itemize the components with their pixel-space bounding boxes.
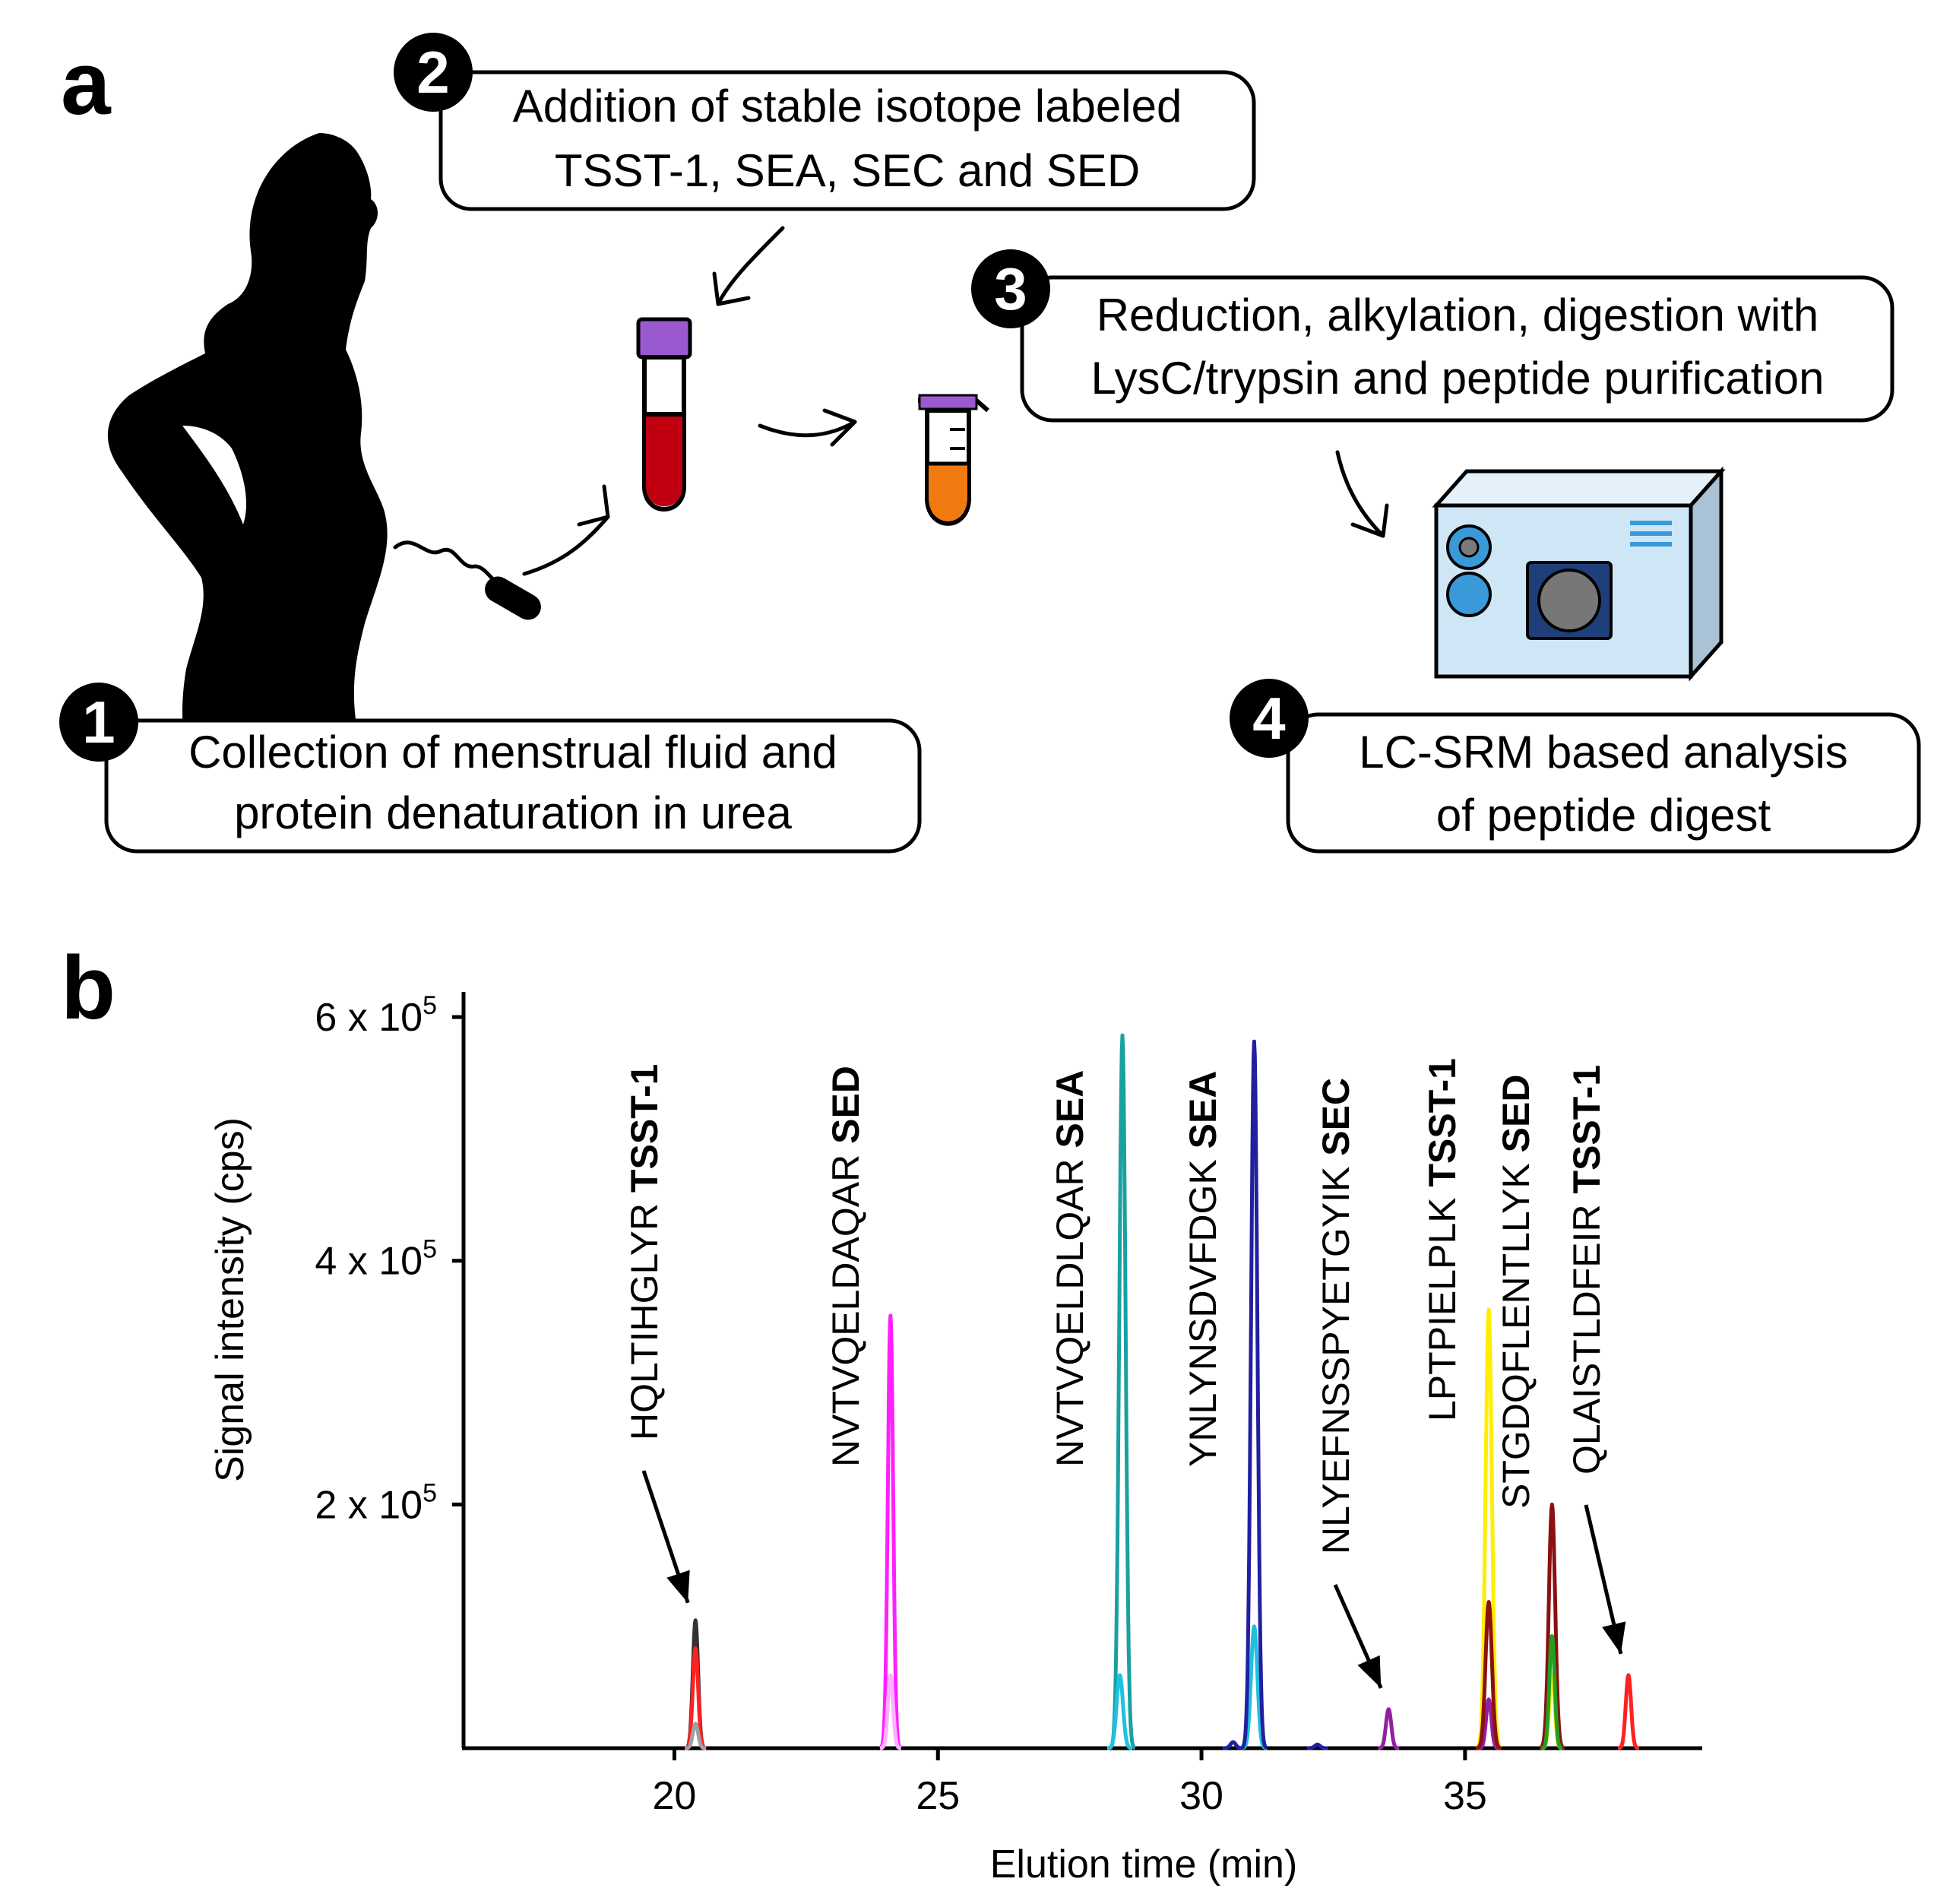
peak-label-text: NLYEFNSSPYETGYIK SEC	[1315, 1078, 1357, 1554]
step-2-number: 2	[416, 39, 449, 106]
chromatogram-peak	[683, 1722, 707, 1750]
annotation-arrowhead	[1602, 1621, 1626, 1654]
peak-label: STGDQFLENTLLYK SED	[1495, 1075, 1537, 1509]
panel-a-label: a	[61, 33, 112, 134]
y-tick-label: 6 x 105	[315, 991, 437, 1040]
peak-label: NVTVQELDAQAR SED	[825, 1066, 867, 1467]
step-3-line-1: Reduction, alkylation, digestion with	[1097, 290, 1819, 341]
peak-annotations: HQLTIHGLYR TSST-1 NVTVQELDAQAR SED NVTVQEL…	[623, 1058, 1626, 1689]
x-axis-ticks: 20 25 30 35	[653, 1748, 1487, 1818]
peak-label-text: STGDQFLENTLLYK SED	[1495, 1075, 1537, 1509]
chromatogram-peak	[1474, 1600, 1503, 1750]
step-4: 4 LC-SRM based analysis of peptide diges…	[1230, 679, 1921, 854]
step-3: 3 Reduction, alkylation, digestion with …	[971, 249, 1894, 423]
y-axis-ticks: 2 x 105 4 x 105 6 x 105	[315, 991, 464, 1527]
chromatogram-peak	[1538, 1502, 1566, 1750]
chromatogram-peak	[1306, 1742, 1330, 1750]
step-1-line-1: Collection of menstrual fluid and	[188, 727, 837, 778]
peak-label-text: HQLTIHGLYR TSST-1	[623, 1064, 666, 1440]
lc-ms-instrument-icon	[1432, 466, 1726, 682]
y-tick-label: 2 x 105	[315, 1478, 437, 1527]
y-tick-label: 4 x 105	[315, 1235, 437, 1284]
chromatogram-peak	[683, 1646, 707, 1750]
chromatogram-peak	[1477, 1697, 1501, 1750]
arrow-tube-to-sample	[758, 420, 857, 438]
step-2-line-1: Addition of stable isotope labeled	[513, 81, 1182, 131]
step-1-number: 1	[82, 689, 115, 756]
peak-label-text: NVTVQELDAQAR SED	[825, 1066, 867, 1467]
annotation-arrowhead	[1357, 1655, 1382, 1688]
step-4-number: 4	[1252, 685, 1285, 752]
peak-label: NVTVQELDLQAR SEA	[1049, 1070, 1091, 1467]
peak-label: YNLYNSDVFDGK SEA	[1182, 1071, 1224, 1467]
x-tick-label: 20	[653, 1774, 697, 1818]
x-tick-label: 35	[1443, 1774, 1487, 1818]
blood-tube-icon	[636, 317, 692, 512]
arrow-step3-to-instrument	[1335, 450, 1385, 538]
peak-label: HQLTIHGLYR TSST-1	[623, 1064, 666, 1440]
chromatogram-peak	[1376, 1707, 1401, 1750]
step-2: 2 Addition of stable isotope labeled TSS…	[394, 33, 1256, 211]
chromatogram-peak	[1221, 1740, 1246, 1750]
chromatogram-traces	[683, 1033, 1641, 1750]
step-1-line-2: protein denaturation in urea	[234, 787, 792, 838]
chromatogram-peak	[878, 1673, 903, 1750]
peak-label: NLYEFNSSPYETGYIK SEC	[1315, 1078, 1357, 1554]
woman-silhouette-icon	[107, 133, 388, 844]
y-axis-title: Signal intensity (cps)	[208, 1117, 252, 1482]
sample-tube-icon	[918, 394, 989, 526]
x-tick-label: 30	[1179, 1774, 1223, 1818]
chromatogram-peak	[1106, 1673, 1134, 1750]
x-axis-title: Elution time (min)	[990, 1842, 1298, 1887]
step-3-number: 3	[994, 255, 1027, 322]
chromatogram-peak	[1616, 1673, 1641, 1750]
peak-label: QLAISTLDFEIR TSST-1	[1565, 1065, 1608, 1475]
peak-label-text: LPTPIELPLK TSST-1	[1421, 1058, 1464, 1421]
peak-label-text: YNLYNSDVFDGK SEA	[1182, 1071, 1224, 1467]
annotation-arrowhead	[666, 1570, 690, 1603]
chromatogram-peak	[878, 1313, 903, 1750]
step-4-line-2: of peptide digest	[1436, 790, 1771, 841]
arrow-step2-to-tube	[716, 226, 785, 306]
step-1: 1 Collection of menstrual fluid and prot…	[59, 683, 922, 854]
chromatogram-chart: 2 x 105 4 x 105 6 x 105 20 25 30 35 HQLTIHGLY…	[208, 991, 1702, 1887]
arrow-tampon-to-tube	[522, 515, 610, 576]
step-3-line-2: LysC/trypsin and peptide purification	[1091, 353, 1825, 404]
tampon-icon	[393, 540, 541, 620]
x-tick-label: 25	[916, 1774, 960, 1818]
flow-arrows	[522, 226, 1389, 576]
step-4-line-1: LC-SRM based analysis	[1359, 727, 1848, 778]
peak-label-text: NVTVQELDLQAR SEA	[1049, 1070, 1091, 1467]
chromatogram-peak	[1540, 1634, 1564, 1750]
panel-b-label: b	[61, 938, 116, 1038]
chromatogram-peak	[1108, 1033, 1137, 1750]
step-2-line-2: TSST-1, SEA, SEC and SED	[555, 145, 1140, 196]
chromatogram-peak	[1240, 1039, 1268, 1750]
peak-label-text: QLAISTLDFEIR TSST-1	[1565, 1065, 1608, 1475]
peak-label: LPTPIELPLK TSST-1	[1421, 1058, 1464, 1421]
